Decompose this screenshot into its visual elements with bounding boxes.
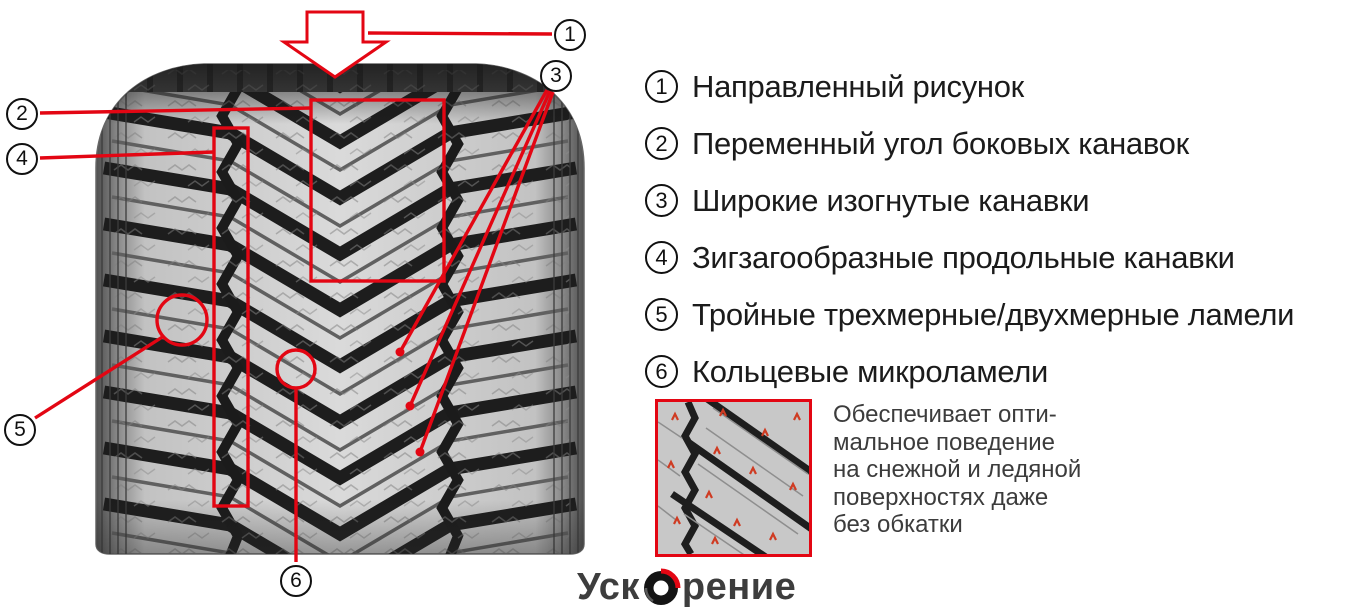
- legend-label-2: Переменный угол боковых канавок: [692, 125, 1189, 161]
- direction-arrow: [279, 10, 391, 79]
- marker-badge-3: 3: [540, 60, 572, 92]
- caption-line: Обеспечивает опти-: [833, 401, 1057, 428]
- legend-label-4: Зигзагообразные продольные канавки: [692, 239, 1235, 275]
- legend-number-3: 3: [645, 184, 678, 217]
- legend-label-3: Широкие изогнутые канавки: [692, 182, 1090, 218]
- legend-item-6: 6 Кольцевые микроламели: [645, 343, 1294, 400]
- uskorenie-logo: Уск рение: [577, 566, 796, 609]
- caption-line: на снежной и ледяной: [833, 456, 1082, 483]
- leader-line-2: [39, 106, 312, 115]
- zone-circle-5: [155, 293, 209, 347]
- marker-badge-4: 4: [6, 143, 38, 175]
- legend: 1 Направленный рисунок 2 Переменный угол…: [645, 58, 1294, 400]
- point-dot-3a: [395, 347, 405, 357]
- leader-line-3c: [418, 91, 555, 453]
- caption-line: поверхностях даже: [833, 483, 1049, 511]
- legend-item-3: 3 Широкие изогнутые канавки: [645, 172, 1294, 229]
- red-annotations: [34, 10, 555, 562]
- legend-number-5: 5: [645, 298, 678, 331]
- leader-line-4: [39, 150, 215, 160]
- point-dot-3b: [405, 401, 415, 411]
- marker-badge-6: 6: [280, 565, 312, 597]
- legend-number-4: 4: [645, 241, 678, 274]
- legend-item-4: 4 Зигзагообразные продольные канавки: [645, 229, 1294, 286]
- legend-item-1: 1 Направленный рисунок: [645, 58, 1294, 115]
- leader-line-1: [367, 31, 553, 36]
- red-micro-sipes: [667, 407, 801, 545]
- legend-label-6: Кольцевые микроламели: [692, 353, 1049, 389]
- tire-illustration: [95, 63, 585, 555]
- marker-badge-2: 2: [6, 98, 38, 130]
- logo-text-suffix: рение: [681, 566, 797, 608]
- zone-rect-4: [212, 126, 250, 508]
- legend-number-6: 6: [645, 355, 678, 388]
- leader-line-5: [34, 334, 165, 420]
- zone-circle-6: [275, 348, 317, 390]
- caption-line: без обкатки: [833, 511, 963, 538]
- caption-line: мальное поведение: [833, 428, 1055, 456]
- zone-rect-2: [309, 98, 446, 283]
- leader-line-3b: [408, 90, 552, 407]
- legend-number-1: 1: [645, 70, 678, 103]
- logo-text-prefix: Уск: [577, 566, 640, 608]
- legend-label-1: Направленный рисунок: [692, 68, 1024, 104]
- logo-tire-o-icon: [643, 568, 681, 605]
- marker-badge-1: 1: [554, 19, 586, 51]
- legend-item-5: 5 Тройные трехмерные/двухмерные ламели: [645, 286, 1294, 343]
- leader-line-3a: [398, 89, 549, 353]
- inset-tread-closeup: [657, 393, 823, 579]
- legend-label-5: Тройные трехмерные/двухмерные ламели: [692, 296, 1295, 332]
- sipe-texture: [110, 70, 570, 554]
- legend-item-2: 2 Переменный угол боковых канавок: [645, 115, 1294, 172]
- sidewall-streaks: [101, 84, 579, 554]
- point-dot-3c: [415, 447, 425, 457]
- marker-badge-5: 5: [4, 414, 36, 446]
- legend-number-2: 2: [645, 127, 678, 160]
- inset-caption: Обеспечивает опти- мальное поведение на …: [833, 401, 1081, 539]
- micro-sipes-inset-image: [655, 393, 823, 579]
